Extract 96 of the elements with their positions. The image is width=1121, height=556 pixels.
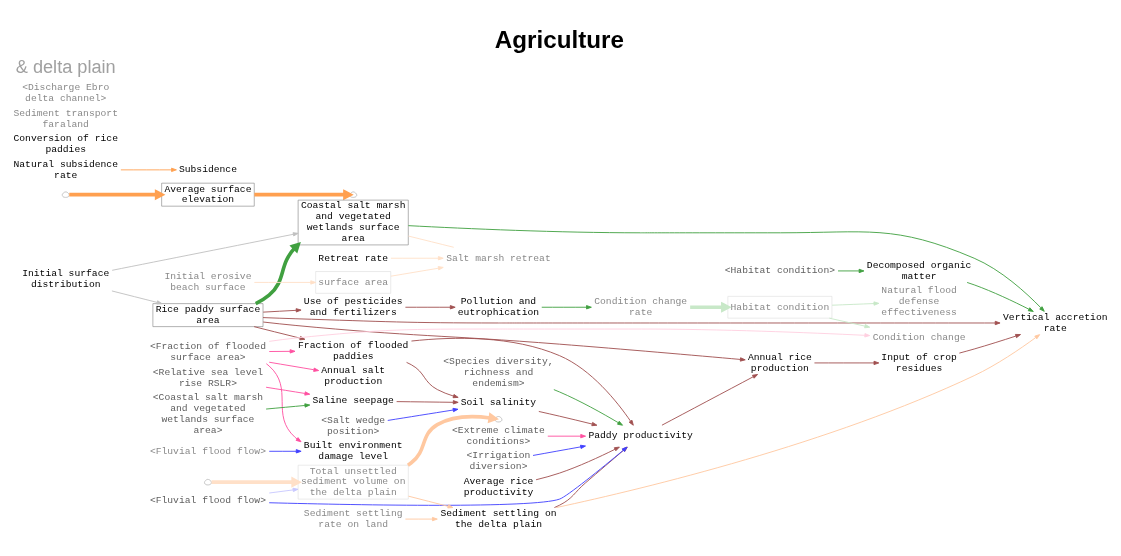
arrow [268,487,299,493]
node-text: Pollution and eutrophication [457,295,540,318]
node-text: Soil salinity [460,396,537,408]
node-text: <Fraction of flooded surface area> [149,340,266,363]
connector [408,235,455,248]
arrow [690,301,732,313]
arrow [408,495,454,508]
arrow [262,316,1001,325]
node-cloud [349,191,357,198]
node-text: Subsidence [178,163,237,175]
node-box: Total unsettled sediment volume on the delta plain [297,464,409,499]
node-text: <Fluvial flood flow> [149,494,266,506]
label: & delta plain [15,56,116,77]
arrow [268,361,320,372]
arrow [120,167,177,172]
arrow [254,188,354,200]
arrow [831,300,880,306]
node-text: Built environment damage level [303,439,403,462]
node-text: <Coastal salt marsh and vegetated wetlands surface area> [152,391,264,436]
arrow [265,386,311,396]
arrow [404,516,438,521]
node-box: surface area [315,270,392,294]
arrow [828,317,871,328]
node-box: Rice paddy surface area [152,302,264,327]
arrow [254,241,301,305]
arrow [411,337,634,426]
node-text: Conversion of rice paddies [13,132,118,155]
node-text: Average rice productivity [463,475,534,498]
node-text: Decomposed organic matter [866,259,972,282]
node-text: Condition change rate [594,295,688,318]
arrow [111,290,163,304]
node-text: <Extreme climate conditions> [452,424,545,447]
arrow [69,188,166,200]
node-text: <Species diversity, richness and endemism> [443,355,554,389]
arrow [404,304,456,309]
node-box: Average surface elevation [161,182,255,206]
node-text: <Habitat condition> [724,264,836,276]
arrow [262,321,746,362]
node-text: Annual salt production [321,364,386,387]
node-text: Input of crop residues [881,351,957,374]
node-text: Paddy productivity [588,429,693,441]
arrow [661,373,759,426]
node-text: Vertical accretion rate [1003,311,1108,334]
node-text: <Relative sea level rise RSLR> [152,366,264,389]
node-text: Initial erosive beach surface [164,270,252,293]
arrow [814,360,880,365]
node-box: Habitat condition [727,295,833,318]
arrow [390,255,444,260]
node-text: <Irrigation diversion> [466,449,531,472]
node-cloud [204,478,212,485]
node-text: Use of pesticides and fertilizers [303,295,403,318]
arrow [532,444,586,456]
node-cloud [494,415,503,422]
arrow [268,348,296,353]
arrow [387,407,459,421]
arrow [837,268,865,273]
node-box: Coastal salt marsh and vegetated wetlands surface area [297,199,409,245]
arrow [265,402,311,409]
arrow [966,281,1034,312]
arrow [253,325,306,340]
node-text: <Fluvial flood flow> [149,445,266,457]
node-text: Natural subsidence rate [13,158,118,181]
arrow [268,448,302,453]
arrow [111,231,299,271]
node-text: <Salt wedge position> [321,414,386,437]
node-text: <Discharge Ebro delta channel> [22,81,110,104]
arrow [268,328,871,342]
arrow [406,361,459,398]
arrow [541,304,592,309]
diagram-title: Agriculture [494,25,624,53]
arrow [211,476,302,488]
node-text: Saline seepage [312,394,394,406]
node-text: Sediment settling rate on land [303,507,403,530]
arrow [390,265,444,277]
node-text: Fraction of flooded paddies [298,339,409,362]
node-text: Sediment transport faraland [13,107,118,130]
node-text: Retreat rate [318,252,389,264]
node-text: Initial surface distribution [22,267,110,290]
arrow [538,410,598,426]
arrow [396,399,459,404]
arrow [407,224,1045,312]
arrow [958,333,1021,354]
arrow [553,388,623,426]
node-text: Salt marsh retreat [446,252,551,264]
node-text: Sediment settling on the delta plain [440,507,557,530]
arrow [555,333,1041,508]
arrow [262,307,302,313]
node-cloud [61,191,70,198]
arrow [535,446,620,480]
arrow [253,279,317,285]
node-text: Annual rice production [747,351,812,374]
arrow [547,433,586,438]
node-text: Natural flood defense effectiveness [881,284,957,318]
arrow [406,411,499,467]
arrow [265,362,302,442]
node-text: Condition change [872,331,966,343]
